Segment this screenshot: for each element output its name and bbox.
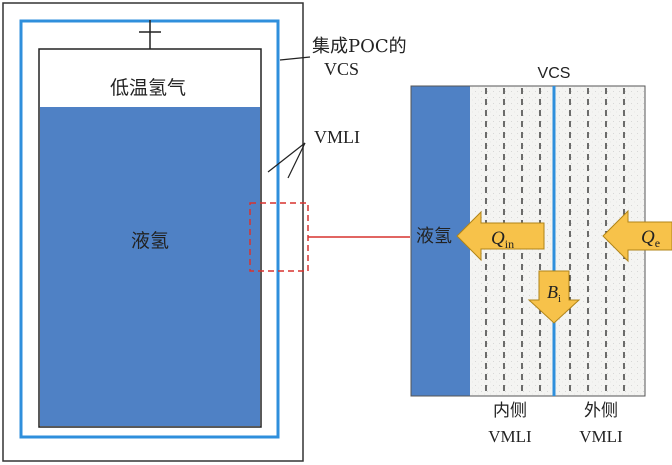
liquid-hydrogen-region (40, 107, 260, 426)
q-e-label: Qe (641, 227, 660, 250)
vcs-top-label: VCS (538, 65, 571, 82)
q-in-label: Qin (491, 228, 514, 251)
b-i-flow-arrow (527, 270, 581, 324)
vcs-poc-leader (279, 56, 311, 61)
outer-vmli-caption-line2: VMLI (579, 427, 623, 446)
outer-vmli-caption-line1: 外侧 (584, 401, 618, 421)
vcs-poc-label-line2: VCS (324, 59, 359, 79)
vmli-leader-2 (287, 142, 306, 179)
vmli-label: VMLI (314, 127, 360, 147)
vcs-poc-label-line1: 集成POC的 (312, 36, 407, 57)
q-e-heat-arrow (602, 209, 672, 263)
inner-vmli-caption-line1: 内侧 (493, 401, 527, 421)
gas-label: 低温氢气 (110, 77, 186, 99)
detail-liquid-region (411, 86, 470, 396)
detail-liquid-label: 液氢 (416, 226, 452, 247)
b-i-label: Bi (547, 282, 561, 305)
q-in-heat-arrow (456, 210, 545, 262)
outer-vmli-dashed-layers (569, 88, 625, 394)
inner-vmli-dashed-layers (485, 88, 541, 394)
inner-vmli-caption-line2: VMLI (488, 427, 532, 446)
vmli-leader-1 (267, 142, 306, 173)
liquid-label: 液氢 (131, 230, 169, 252)
